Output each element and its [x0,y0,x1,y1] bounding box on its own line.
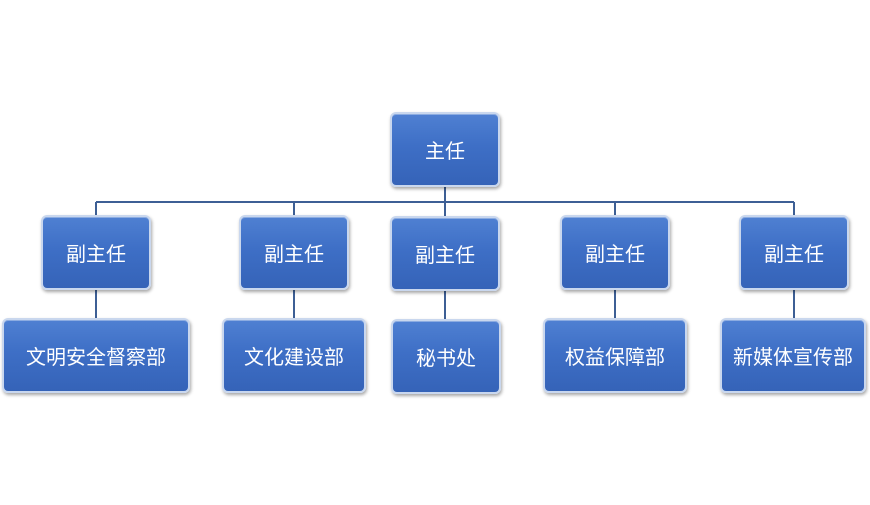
department-label-3: 秘书处 [416,346,476,370]
department-label-4: 权益保障部 [565,345,665,369]
department-node-1: 文明安全督察部 [2,318,190,393]
deputy-label-5: 副主任 [764,242,824,266]
deputy-node-4: 副主任 [560,215,670,290]
department-label-2: 文化建设部 [244,345,344,369]
department-node-2: 文化建设部 [222,318,366,393]
root-label: 主任 [425,139,465,163]
deputy-node-3: 副主任 [390,216,500,291]
department-node-4: 权益保障部 [543,318,687,393]
deputy-label-1: 副主任 [66,242,126,266]
deputy-label-2: 副主任 [264,242,324,266]
department-label-1: 文明安全督察部 [26,345,166,369]
department-label-5: 新媒体宣传部 [733,345,853,369]
deputy-label-4: 副主任 [585,242,645,266]
department-node-3: 秘书处 [391,319,501,394]
deputy-label-3: 副主任 [415,243,475,267]
deputy-node-5: 副主任 [739,215,849,290]
deputy-node-2: 副主任 [239,215,349,290]
root-node: 主任 [390,112,500,187]
deputy-node-1: 副主任 [41,215,151,290]
department-node-5: 新媒体宣传部 [720,318,866,393]
